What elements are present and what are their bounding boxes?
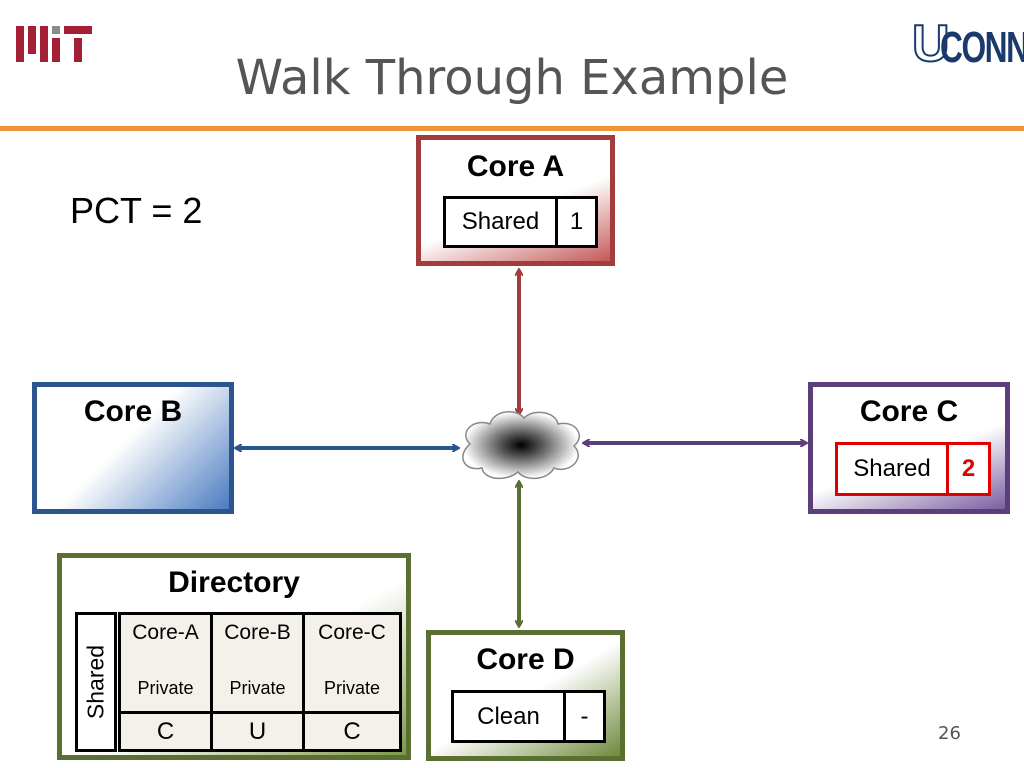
directory-core-value: U [213,711,302,752]
uconn-logo-u: U [911,15,951,73]
core-a-state-cell: Shared [443,196,558,248]
pct-label: PCT = 2 [70,190,203,231]
core-d-count-cell: - [563,690,606,743]
core-a-count-cell: 1 [555,196,598,248]
directory-side-label: Shared [82,644,109,720]
core-c-count-cell: 2 [946,442,991,496]
directory-core-value: C [305,711,399,752]
directory-column: Core-A Private C [121,615,213,749]
core-b-box: Core B [32,382,234,514]
page-number: 26 [938,723,961,744]
mit-logo [16,26,92,62]
core-c-label: Core C [859,395,959,428]
directory-column: Core-B Private U [213,615,305,749]
interconnect-cloud [462,411,580,480]
core-a-label: Core A [466,150,565,183]
directory-table: Core-A Private C Core-B Private U Core-C… [118,612,402,752]
directory-core-name: Core-C [318,621,386,644]
title-divider [0,126,1024,131]
uconn-logo-conn: CONN [940,23,1024,72]
uconn-logo: U CONN [911,15,1024,73]
directory-core-name: Core-A [132,621,199,644]
directory-core-mode: Private [323,678,381,698]
directory-side-label-cell: Shared [75,612,117,752]
directory-core-mode: Private [229,678,286,698]
core-c-count: 2 [961,455,976,482]
directory-core-mode: Private [137,678,194,698]
directory-label: Directory [168,566,300,599]
core-b-label: Core B [83,395,183,428]
core-c-state-cell: Shared [835,442,949,496]
core-c-state: Shared [853,455,931,482]
directory-core-name: Core-B [224,621,291,644]
core-d-state-cell: Clean [451,690,566,743]
slide-title: Walk Through Example [235,50,789,106]
directory-core-value: C [121,711,210,752]
directory-column: Core-C Private C [305,615,399,749]
core-d-label: Core D [476,643,575,676]
